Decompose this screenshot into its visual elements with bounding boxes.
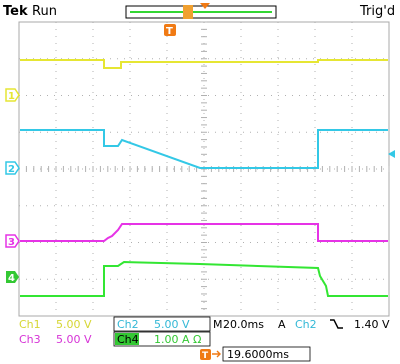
ch3-readout[interactable]: Ch3 5.00 V (19, 333, 92, 346)
horizontal-position-readout[interactable]: T 19.6000ms (200, 346, 311, 362)
ch1-marker-label: 1 (8, 91, 15, 102)
brand-label: Tek (3, 4, 28, 19)
trigger-level: 1.40 V (354, 318, 390, 331)
ch2-waveform (20, 129, 388, 169)
ch2-readout[interactable]: Ch2 5.00 V (113, 316, 211, 332)
horizontal-position-marker-label: T (202, 351, 209, 361)
ch4-waveform (20, 260, 388, 297)
trigger-level-marker[interactable] (388, 150, 395, 158)
ch4-readout-label: Ch4 (117, 333, 139, 346)
ch1-readout[interactable]: Ch1 5.00 V (19, 318, 92, 331)
ch4-readout-scale: 1.00 A Ω (154, 333, 201, 346)
ch1-readout-label: Ch1 (19, 318, 41, 331)
ch2-readout-label: Ch2 (117, 318, 139, 331)
ch3-readout-label: Ch3 (19, 333, 41, 346)
arrow-right-icon (212, 350, 221, 358)
ch4-marker-label: 4 (8, 273, 15, 284)
timebase-readout[interactable]: M 20.0ms (213, 318, 264, 331)
trigger-time-marker-label: T (166, 26, 173, 37)
ch3-ground-marker[interactable]: 3 (5, 234, 20, 248)
trigger-readout[interactable]: A Ch2 1.40 V (278, 318, 390, 331)
trigger-state: Trig'd (359, 4, 395, 19)
ch3-marker-label: 3 (8, 237, 15, 248)
ch4-ground-marker[interactable]: 4 (6, 271, 19, 284)
ch2-ground-marker[interactable]: 2 (5, 161, 20, 175)
ch1-waveform (20, 59, 388, 69)
timebase-label: M (213, 318, 223, 331)
ch4-readout[interactable]: Ch4 1.00 A Ω (113, 331, 211, 347)
ch1-ground-marker[interactable]: 1 (5, 88, 20, 102)
trigger-source: Ch2 (295, 318, 317, 331)
readout-panel: Ch1 5.00 V Ch2 5.00 V M 20.0ms A Ch2 1.4… (19, 316, 390, 362)
ch2-marker-label: 2 (8, 164, 15, 175)
ch1-readout-scale: 5.00 V (56, 318, 92, 331)
ch2-readout-scale: 5.00 V (154, 318, 190, 331)
trigger-position-icon (200, 3, 210, 9)
run-state: Run (32, 4, 57, 19)
timebase-value: 20.0ms (223, 318, 264, 331)
trigger-time-marker[interactable]: T (164, 24, 176, 37)
trigger-mode: A (278, 318, 286, 331)
ch3-readout-scale: 5.00 V (56, 333, 92, 346)
falling-edge-icon (330, 319, 343, 329)
record-position-bar[interactable] (125, 5, 277, 19)
horizontal-position-value: 19.6000ms (227, 348, 289, 361)
ch3-waveform (20, 223, 388, 242)
